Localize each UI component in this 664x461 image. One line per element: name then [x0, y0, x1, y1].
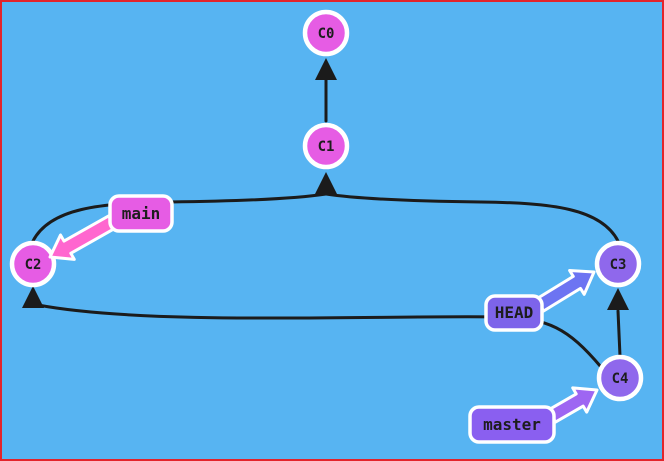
arrowhead-into-C3 [607, 288, 629, 310]
ref-arrows [48, 214, 599, 424]
commit-label-C4: C4 [612, 371, 629, 387]
commit-circle-C2 [9, 240, 57, 288]
arrowhead-into-C0 [315, 58, 337, 80]
commit-node-C0: C0 [302, 9, 350, 57]
commit-label-C3: C3 [610, 257, 627, 273]
master-branch-arrow [547, 386, 599, 424]
branch-label-master: master [468, 405, 556, 444]
main-branch-text: main [122, 204, 161, 223]
branch-label-main: main [108, 194, 174, 233]
commit-circle-C4 [596, 354, 644, 402]
commit-circle-C1 [302, 122, 350, 170]
head-box [484, 294, 544, 332]
edge-C4-C3 [616, 309, 622, 358]
commit-label-C0: C0 [318, 26, 335, 42]
arrowhead-into-C1 [315, 172, 337, 194]
main-branch-box [108, 194, 174, 233]
commit-circle-C3 [594, 240, 642, 288]
edge-C3-C1 [324, 192, 620, 243]
commit-node-C1: C1 [302, 122, 350, 170]
master-branch-box [468, 405, 556, 444]
edge-C4-C2 [36, 303, 603, 369]
commit-node-C3: C3 [594, 240, 642, 288]
master-branch-text: master [483, 415, 541, 434]
commit-label-C2: C2 [25, 257, 42, 273]
commit-circle-C0 [302, 9, 350, 57]
edge-arrowheads [22, 58, 629, 310]
ref-labels: main HEAD master [108, 194, 556, 444]
commit-node-C2: C2 [9, 240, 57, 288]
head-text: HEAD [495, 303, 534, 322]
head-pointer-arrow [534, 269, 596, 313]
commit-node-C4: C4 [596, 354, 644, 402]
head-label: HEAD [484, 294, 544, 332]
commit-label-C1: C1 [318, 139, 335, 155]
commit-nodes: C0 C1 C2 C3 C4 [9, 9, 644, 402]
main-branch-arrow [48, 214, 117, 261]
arrowhead-into-C2 [22, 286, 44, 308]
